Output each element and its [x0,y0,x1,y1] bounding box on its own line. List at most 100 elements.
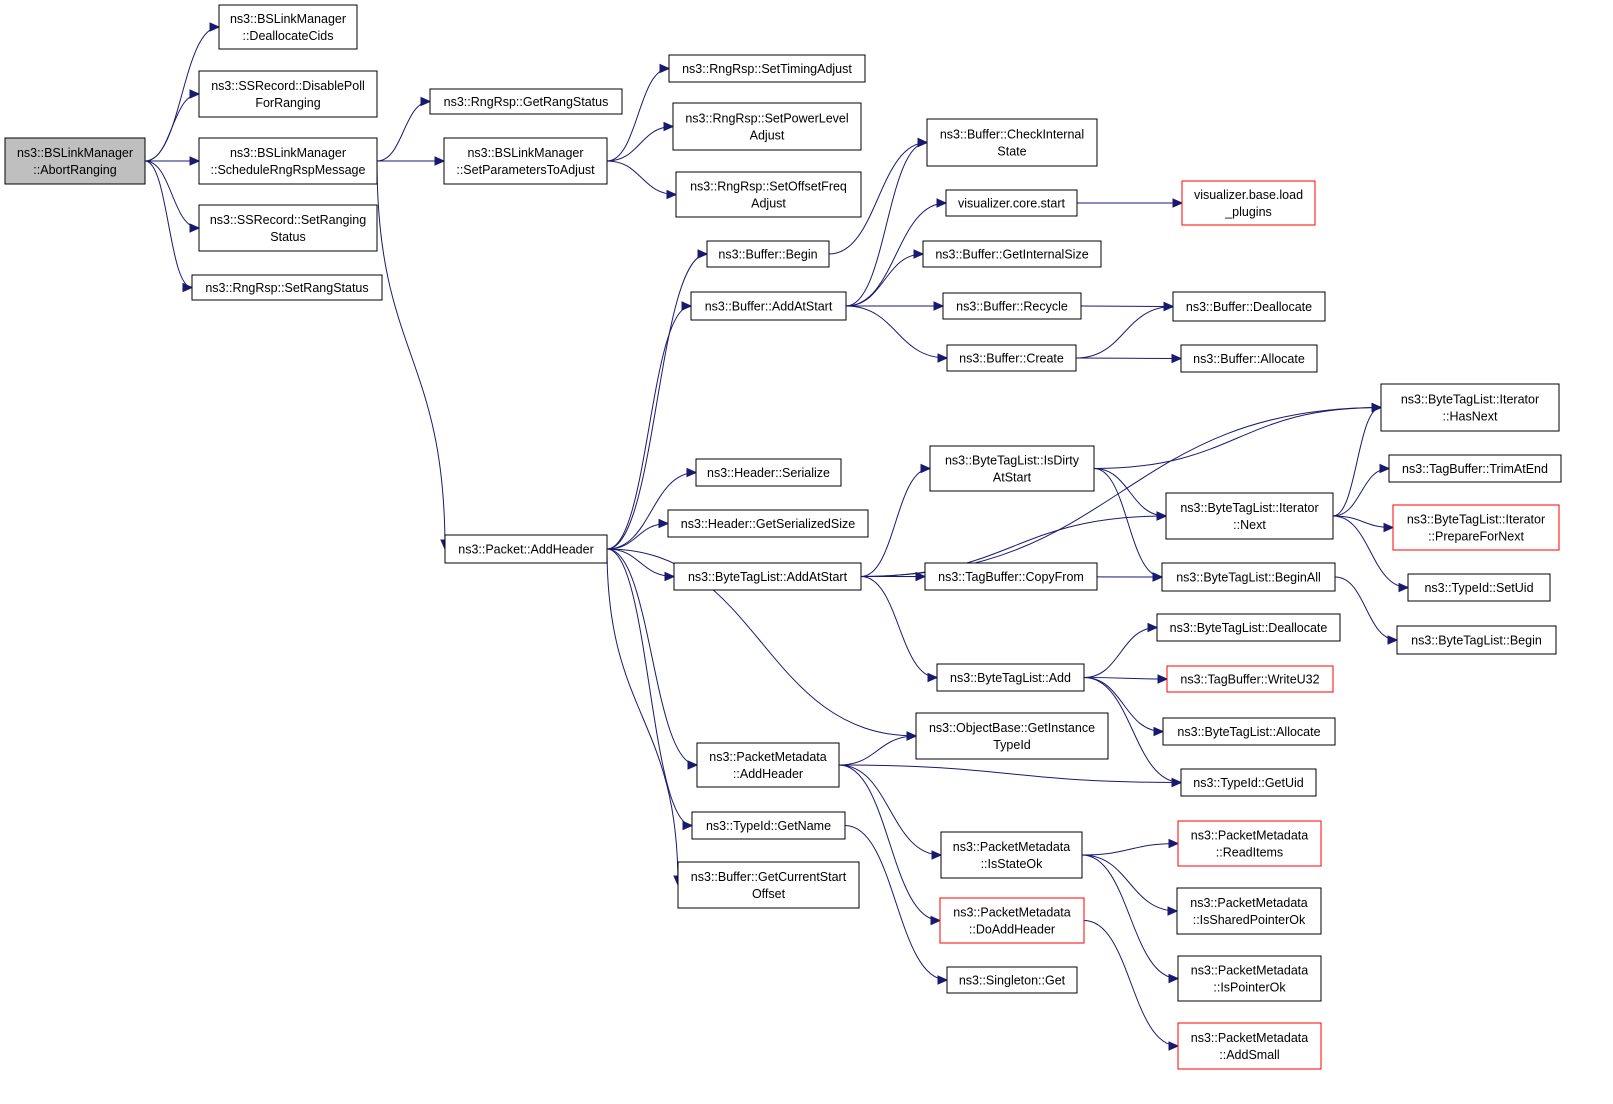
node-buf-addatstart[interactable]: ns3::Buffer::AddAtStart [690,291,847,321]
node-label-line: ns3::TagBuffer::CopyFrom [938,570,1084,584]
node-label-line: ::HasNext [1443,410,1498,424]
node-typeid-setuid[interactable]: ns3::TypeId::SetUid [1407,573,1551,602]
node-addsmall[interactable]: ns3::PacketMetadata::AddSmall [1177,1022,1322,1070]
node-label-line: ::Next [1233,518,1266,532]
arrowhead-icon [937,353,949,363]
node-buf-begin[interactable]: ns3::Buffer::Begin [706,240,830,268]
node-label-line: ns3::TagBuffer::TrimAtEnd [1402,462,1548,476]
node-box [1176,887,1322,935]
node-label-line: ns3::ByteTagList::AddAtStart [688,570,848,584]
node-label-line: ns3::ByteTagList::Iterator [1180,501,1318,515]
node-label-line: ns3::RngRsp::SetRangStatus [205,281,368,295]
node-box [1181,180,1316,226]
arrowhead-icon [1157,674,1169,684]
node-btl-addatstart[interactable]: ns3::ByteTagList::AddAtStart [673,562,862,591]
node-prepare[interactable]: ns3::ByteTagList::Iterator::PrepareForNe… [1392,504,1560,551]
node-label-line: ::AddHeader [733,767,803,781]
edge-iter_next-to-hasnext [1332,402,1383,517]
node-get-internal-size[interactable]: ns3::Buffer::GetInternalSize [922,240,1102,268]
node-label-line: ns3::SSRecord::DisablePoll [211,79,365,93]
node-label-line: ns3::PacketMetadata [953,840,1070,854]
edge-pm_addheader-to-isstateok [838,764,943,860]
edge-vis_start-to-vis_load [1077,198,1184,208]
node-buf-create[interactable]: ns3::Buffer::Create [946,344,1077,372]
arrowhead-icon [1168,1041,1180,1051]
arrowhead-icon [931,850,943,860]
node-isstateok[interactable]: ns3::PacketMetadata::IsStateOk [940,831,1083,879]
node-timing[interactable]: ns3::RngRsp::SetTimingAdjust [668,54,866,83]
node-label-line: ::IsStateOk [981,857,1044,871]
arrowhead-icon [666,189,678,200]
node-getname[interactable]: ns3::TypeId::GetName [691,811,846,840]
node-label-line: ns3::ByteTagList::IsDirty [945,454,1080,468]
node-btl-allocate[interactable]: ns3::ByteTagList::Allocate [1162,717,1336,746]
node-hasnext[interactable]: ns3::ByteTagList::Iterator::HasNext [1380,383,1560,432]
node-abort[interactable]: ns3::BSLinkManager::AbortRanging [4,137,146,185]
node-label-line: ns3::RngRsp::SetPowerLevel [685,112,848,126]
node-buf-dealloc[interactable]: ns3::Buffer::Deallocate [1172,291,1326,322]
node-label-line: ::SetParametersToAdjust [456,163,595,177]
node-label-line: ns3::ByteTagList::Begin [1411,634,1542,648]
node-box [1407,573,1551,602]
node-copyfrom[interactable]: ns3::TagBuffer::CopyFrom [924,562,1098,591]
node-ispointerok[interactable]: ns3::PacketMetadata::IsPointerOk [1177,955,1322,1002]
node-pkt-addheader[interactable]: ns3::Packet::AddHeader [444,534,608,564]
node-label-line: ::ScheduleRngRspMessage [211,163,366,177]
node-pm-addheader[interactable]: ns3::PacketMetadata::AddHeader [696,742,840,788]
node-dealloc-cids[interactable]: ns3::BSLinkManager::DeallocateCids [218,4,358,50]
node-btl-add[interactable]: ns3::ByteTagList::Add [936,663,1085,692]
node-label-line: ns3::SSRecord::SetRanging [210,213,366,227]
node-label-line: ns3::Header::GetSerializedSize [681,517,855,531]
arrowhead-icon [1163,301,1175,312]
node-box [922,240,1102,268]
node-label-line: ns3::Header::Serialize [707,466,830,480]
node-hdr-size[interactable]: ns3::Header::GetSerializedSize [667,509,869,538]
edge-isstateok-to-readitems [1081,838,1180,856]
node-vis-load[interactable]: visualizer.base.load_plugins [1181,180,1316,226]
node-singleton[interactable]: ns3::Singleton::Get [946,966,1078,994]
node-vis-start[interactable]: visualizer.core.start [945,189,1078,217]
arrowhead-icon [697,249,709,259]
node-btl-dealloc[interactable]: ns3::ByteTagList::Deallocate [1156,613,1341,642]
node-doaddheader[interactable]: ns3::PacketMetadata::DoAddHeader [939,897,1085,944]
node-box [706,240,830,268]
node-schedule[interactable]: ns3::BSLinkManager::ScheduleRngRspMessag… [198,137,378,185]
node-box [696,742,840,788]
node-get-rang-status[interactable]: ns3::RngRsp::GetRangStatus [429,88,623,115]
node-set-params[interactable]: ns3::BSLinkManager::SetParametersToAdjus… [443,137,608,185]
arrowhead-icon [434,156,446,166]
edge-iter_next-to-prepare [1332,515,1395,533]
node-buf-allocate[interactable]: ns3::Buffer::Allocate [1180,344,1318,373]
node-label-line: ::AddSmall [1219,1048,1279,1062]
node-getuid[interactable]: ns3::TypeId::GetUid [1180,768,1317,797]
node-hdr-serialize[interactable]: ns3::Header::Serialize [695,458,842,487]
node-btl-begin[interactable]: ns3::ByteTagList::Begin [1396,625,1557,655]
edge-isdirty-to-beginall [1093,468,1164,582]
node-box [1180,768,1317,797]
node-issharedptr[interactable]: ns3::PacketMetadata::IsSharedPointerOk [1176,887,1322,935]
node-set-rang-status[interactable]: ns3::RngRsp::SetRangStatus [191,274,383,301]
node-box [672,102,862,151]
node-trim[interactable]: ns3::TagBuffer::TrimAtEnd [1388,454,1562,483]
node-writeu32[interactable]: ns3::TagBuffer::WriteU32 [1166,665,1334,693]
node-label-line: ns3::Buffer::GetCurrentStart [691,870,847,884]
node-label-line: ns3::TypeId::GetName [706,819,831,833]
edge-set_params-to-timing [606,63,671,162]
node-label-line: Adjust [750,129,785,143]
node-label-line: ns3::PacketMetadata [709,750,826,764]
node-beginall[interactable]: ns3::ByteTagList::BeginAll [1161,562,1336,592]
node-label-line: ::IsSharedPointerOk [1193,913,1306,927]
node-buf-recycle[interactable]: ns3::Buffer::Recycle [942,292,1082,320]
node-label-line: ns3::Buffer::Deallocate [1186,300,1312,314]
node-readitems[interactable]: ns3::PacketMetadata::ReadItems [1177,820,1322,867]
edge-iter_next-to-trim [1332,463,1391,517]
node-iter-next[interactable]: ns3::ByteTagList::Iterator::Next [1165,492,1334,540]
